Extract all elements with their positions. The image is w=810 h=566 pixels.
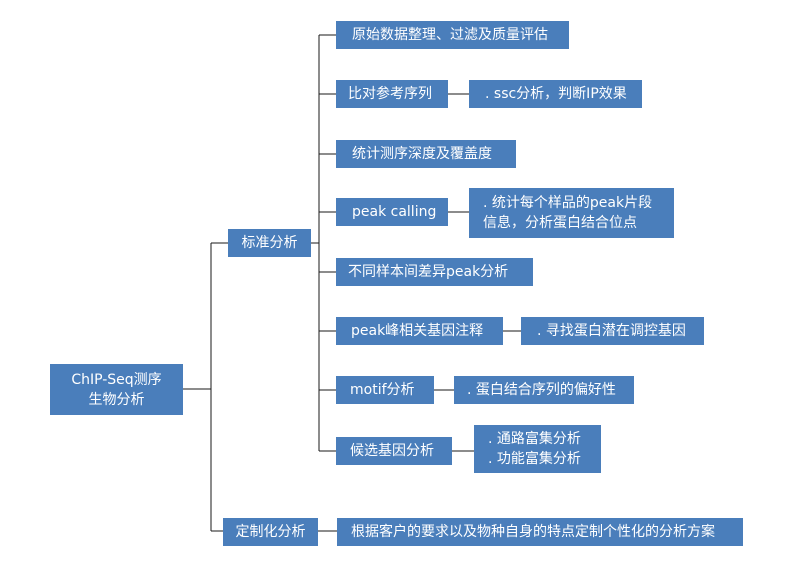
item-peak-calling: peak calling (336, 198, 448, 226)
detail-custom: 根据客户的要求以及物种自身的特点定制个性化的分析方案 (337, 518, 743, 546)
item-diff-peak: 不同样本间差异peak分析 (336, 258, 533, 286)
branch-custom: 定制化分析 (223, 518, 318, 546)
root-line-2: 生物分析 (88, 391, 145, 408)
item-candidate-genes: 候选基因分析 (336, 437, 452, 465)
item-depth-coverage: 统计测序深度及覆盖度 (336, 140, 516, 168)
detail-peak-calling: . 统计每个样品的peak片段 信息，分析蛋白结合位点 (469, 188, 674, 238)
detail-candidate: . 通路富集分析 . 功能富集分析 (474, 425, 601, 473)
branch-standard: 标准分析 (228, 229, 311, 257)
root-line-1: ChIP-Seq测序 (71, 371, 162, 388)
detail-candidate-line-1: . 通路富集分析 (488, 431, 581, 447)
item-motif: motif分析 (336, 376, 434, 404)
detail-peak-calling-line-2: 信息，分析蛋白结合位点 (483, 215, 637, 231)
item-raw-data-qc: 原始数据整理、过滤及质量评估 (336, 21, 569, 49)
detail-motif: . 蛋白结合序列的偏好性 (454, 376, 634, 404)
root-node: ChIP-Seq测序 生物分析 (50, 364, 183, 415)
detail-peak-calling-line-1: . 统计每个样品的peak片段 (483, 195, 653, 211)
item-align-reference: 比对参考序列 (336, 80, 448, 108)
detail-annotation: . 寻找蛋白潜在调控基因 (521, 317, 704, 345)
item-peak-annotation: peak峰相关基因注释 (336, 317, 503, 345)
detail-align-ssc: . ssc分析，判断IP效果 (469, 80, 642, 108)
detail-candidate-line-2: . 功能富集分析 (488, 451, 581, 467)
